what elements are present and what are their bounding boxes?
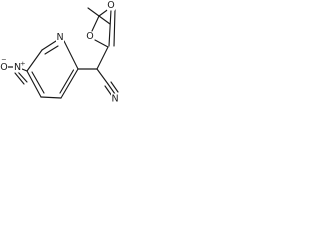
chemical-structure: O O N N N + O −: [0, 0, 119, 105]
pyridine-n-c6-inner-bond: [44, 45, 59, 55]
pyridine-c5-c4-inner-bond: [31, 71, 45, 94]
pyridine-c2-n-bond: [63, 40, 79, 70]
pyridine-c6-c5-bond: [26, 49, 43, 72]
carbonyl-to-alpha-carbon-bond: [96, 46, 109, 70]
ester-ether-oxygen-label: O: [86, 31, 93, 42]
ester-carbonyl-oxygen-label: O: [107, 0, 114, 11]
tert-butyl-to-oxygen-bond: [91, 15, 100, 32]
carbonyl-double-bond-inner: [113, 9, 116, 47]
bond-lines: [7, 7, 119, 99]
pyridine-c2-c3-bond: [60, 68, 79, 99]
nitro-nitrogen-label: N: [14, 62, 21, 73]
alpha-carbon-to-nitrile-carbon-bond: [96, 68, 109, 85]
ester-oxygen-to-carbonyl-bond: [94, 39, 109, 48]
nitro-oxygen-negative-charge: −: [1, 56, 6, 64]
tert-butyl-right-bond: [98, 15, 111, 25]
atom-labels: O O N N N + O −: [0, 0, 119, 105]
nitro-nitrogen-positive-charge: +: [20, 60, 25, 68]
pyridine-n-c6-bond: [41, 40, 57, 51]
nitro-nitrogen-to-ring-bond: [21, 68, 28, 72]
pyridine-c2-c3-inner-bond: [59, 69, 75, 94]
nitro-double-bond-outer: [14, 72, 25, 85]
nitro-oxygen-left-label: O: [0, 62, 7, 73]
nitrile-nitrogen-label: N: [111, 94, 118, 105]
nitrile-triple-bond-right: [110, 81, 119, 93]
pyridine-nitrogen-label: N: [56, 32, 63, 43]
pyridine-c5-c4-bond: [26, 70, 42, 98]
nitrile-triple-bond-left: [104, 85, 113, 97]
tert-butyl-top-left-bond: [87, 7, 100, 17]
carbonyl-double-bond-outer: [108, 9, 112, 47]
nitro-double-bond-inner: [17, 71, 28, 83]
nitrile-triple-bond-center: [107, 83, 116, 95]
pyridine-c4-c3-bond: [40, 96, 62, 99]
